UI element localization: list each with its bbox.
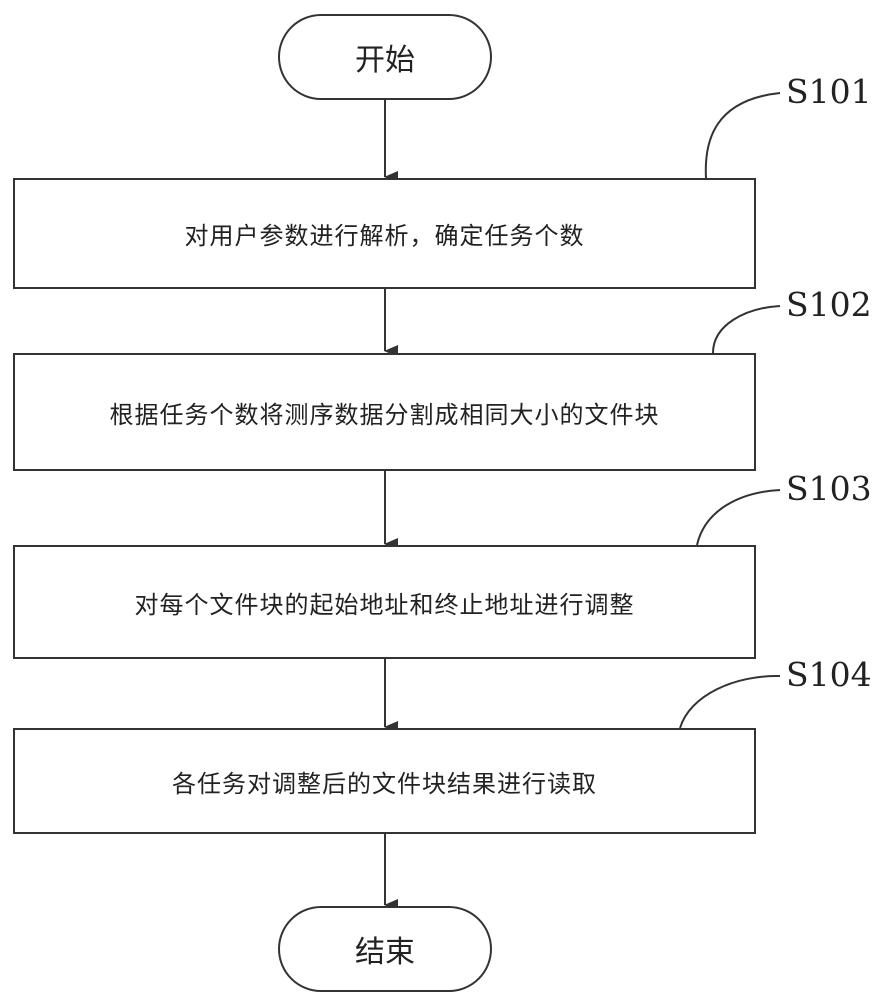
start-terminal: 开始 bbox=[278, 14, 492, 100]
leader-curve-s103 bbox=[696, 489, 781, 546]
start-label: 开始 bbox=[355, 43, 415, 78]
step-box-s102: 根据任务个数将测序数据分割成相同大小的文件块 bbox=[13, 353, 756, 471]
leader-curve-s102 bbox=[712, 305, 781, 354]
end-terminal: 结束 bbox=[278, 906, 492, 992]
leader-curve-s101 bbox=[704, 92, 781, 179]
step-box-s103: 对每个文件块的起始地址和终止地址进行调整 bbox=[13, 545, 756, 659]
step-text-s103: 对每个文件块的起始地址和终止地址进行调整 bbox=[134, 590, 635, 619]
step-text-s102: 根据任务个数将测序数据分割成相同大小的文件块 bbox=[109, 400, 660, 429]
step-box-s104: 各任务对调整后的文件块结果进行读取 bbox=[13, 728, 756, 834]
step-box-s101: 对用户参数进行解析，确定任务个数 bbox=[13, 178, 756, 289]
step-label-s101: S101 bbox=[786, 72, 872, 111]
leader-curve-s104 bbox=[679, 674, 781, 729]
step-text-s101: 对用户参数进行解析，确定任务个数 bbox=[184, 222, 585, 250]
step-label-s102: S102 bbox=[786, 285, 872, 324]
step-label-s103: S103 bbox=[786, 469, 872, 508]
end-label: 结束 bbox=[355, 935, 415, 970]
step-label-s104: S104 bbox=[786, 655, 872, 694]
step-text-s104: 各任务对调整后的文件块结果进行读取 bbox=[172, 769, 597, 798]
